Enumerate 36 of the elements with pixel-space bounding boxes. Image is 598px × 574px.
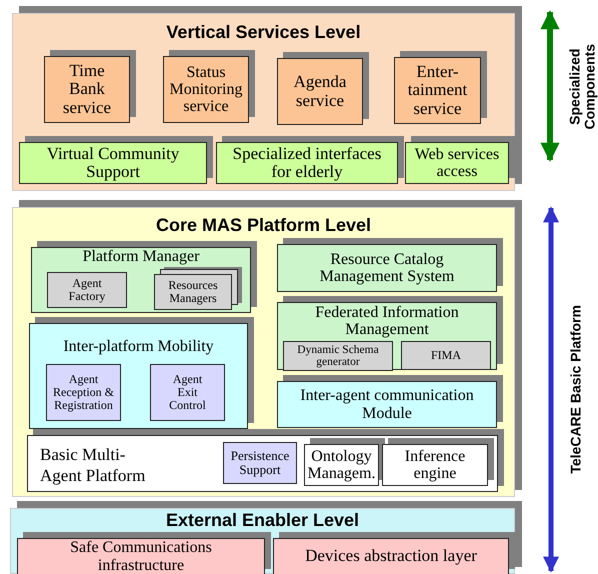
component-label: Specialized interfaces for elderly (232, 144, 382, 182)
level-title: External Enabler Level (164, 510, 360, 531)
component-label: Federated Information Management (314, 304, 460, 339)
component-box (401, 341, 491, 370)
component-label: Inter-platform Mobility (62, 338, 215, 356)
component-box (223, 442, 297, 484)
component-label: Platform Manager (82, 248, 200, 266)
component-label: Devices abstraction layer (305, 547, 477, 566)
component-label: Ontology Managem. (306, 448, 376, 482)
component-label: Inter-agent communication Module (299, 387, 475, 422)
component-label: Resource Catalog Management System (318, 250, 456, 286)
component-box (154, 274, 232, 310)
component-label: Agent Reception & Registration (52, 373, 115, 412)
level-title: Vertical Services Level (165, 22, 362, 43)
component-label: Basic Multi- Agent Platform (40, 444, 146, 486)
component-label: Safe Communications infrastructure (69, 539, 213, 574)
component-label: Enter- tainment service (406, 62, 468, 118)
component-label: Agenda service (292, 73, 348, 110)
axis-label: TeleCARE Basic Platform (568, 304, 584, 476)
component-label: Status Monitoring service (168, 64, 244, 116)
axis-label: Specialized Components (567, 42, 597, 132)
component-label: FIMA (430, 349, 461, 362)
component-label: Virtual Community Support (46, 144, 180, 182)
component-box (47, 272, 127, 308)
component-label: Agent Factory (68, 277, 106, 303)
component-box (283, 341, 393, 371)
component-label: Resources Managers (167, 279, 219, 305)
component-label: Dynamic Schema generator (296, 344, 380, 368)
component-label: Inference engine (404, 448, 466, 482)
component-box (150, 364, 225, 421)
level-title: Core MAS Platform Level (154, 215, 372, 236)
component-label: Agent Exit Control (168, 373, 207, 412)
component-label: Web services access (414, 146, 500, 180)
component-label: Persistence Support (230, 448, 290, 478)
component-label: Time Bank service (62, 62, 112, 118)
component-box (46, 364, 121, 421)
